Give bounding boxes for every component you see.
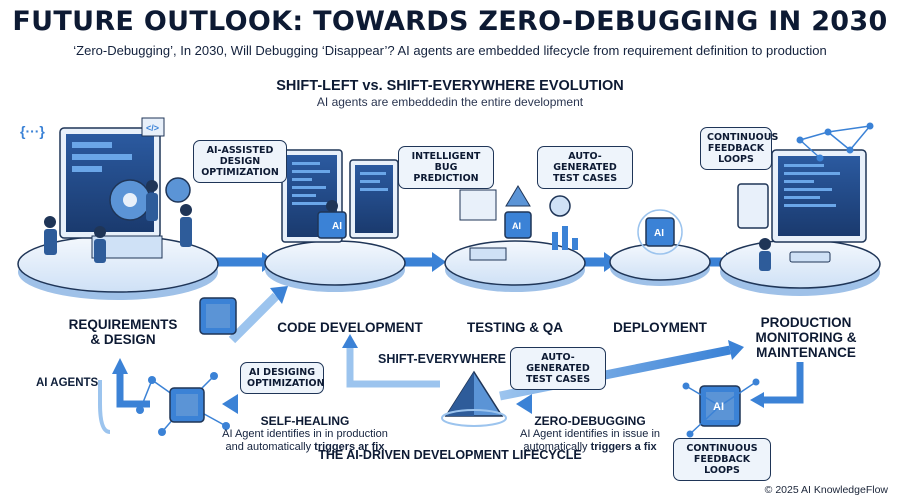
flow-arrow-2	[400, 252, 446, 272]
zero-debugging-line1: AI Agent identifies in issue in	[519, 428, 661, 440]
shift-everywhere-label: SHIFT-EVERYWHERE	[378, 352, 507, 366]
zero-debugging-block: ZERO-DEBUGGING AI Agent identifies in is…	[505, 414, 675, 454]
stage-requirements-illustration: {···} </>	[17, 117, 219, 300]
ai-chip-label-deploy: AI	[654, 228, 664, 239]
stage-label-deployment: DEPLOYMENT	[613, 320, 707, 335]
stage-code-illustration	[264, 149, 406, 292]
svg-text:</>: </>	[146, 123, 159, 133]
svg-text:{···}: {···}	[20, 123, 45, 139]
stage-testing-illustration	[444, 185, 586, 292]
footer-title: THE AI-DRIVEN DEVELOPMENT LIFECYCLE	[318, 448, 582, 462]
stage-label-testing: TESTING & QA	[466, 320, 563, 335]
self-healing-line2: and automatically triggers ar fix	[225, 441, 385, 453]
self-healing-line1: AI Agent identifies in in production	[222, 428, 388, 440]
lifecycle-loop	[98, 286, 804, 438]
stage-label-requirements: REQUIREMENTS& DESIGN	[68, 317, 178, 347]
ai-chip-label-feedback: AI	[713, 401, 724, 413]
section-subtitle: AI agents are embeddedin the entire deve…	[316, 95, 584, 109]
copyright: © 2025 AI KnowledgeFlow	[764, 484, 888, 496]
ai-agents-label: AI AGENTS	[36, 377, 99, 389]
zero-debugging-title: ZERO-DEBUGGING	[534, 414, 646, 428]
ai-chip-label-testing: AI	[512, 221, 521, 231]
self-healing-title: SELF-HEALING	[260, 414, 350, 428]
section-title: SHIFT-LEFT vs. SHIFT-EVERYWHERE EVOLUTIO…	[276, 78, 624, 94]
page-title: FUTURE OUTLOOK: TOWARDS ZERO-DEBUGGING I…	[12, 6, 888, 37]
stage-production-illustration	[719, 122, 881, 296]
stage-deployment-illustration	[609, 209, 711, 286]
stage-label-code: CODE DEVELOPMENT	[277, 320, 423, 335]
ai-chip-label-code: AI	[332, 221, 342, 232]
page-subtitle: ‘Zero-Debugging’, In 2030, Will Debuggin…	[73, 43, 827, 58]
self-healing-block: SELF-HEALING AI Agent identifies in in p…	[195, 414, 415, 454]
zero-debugging-line2: automatically triggers a fix	[523, 441, 657, 453]
